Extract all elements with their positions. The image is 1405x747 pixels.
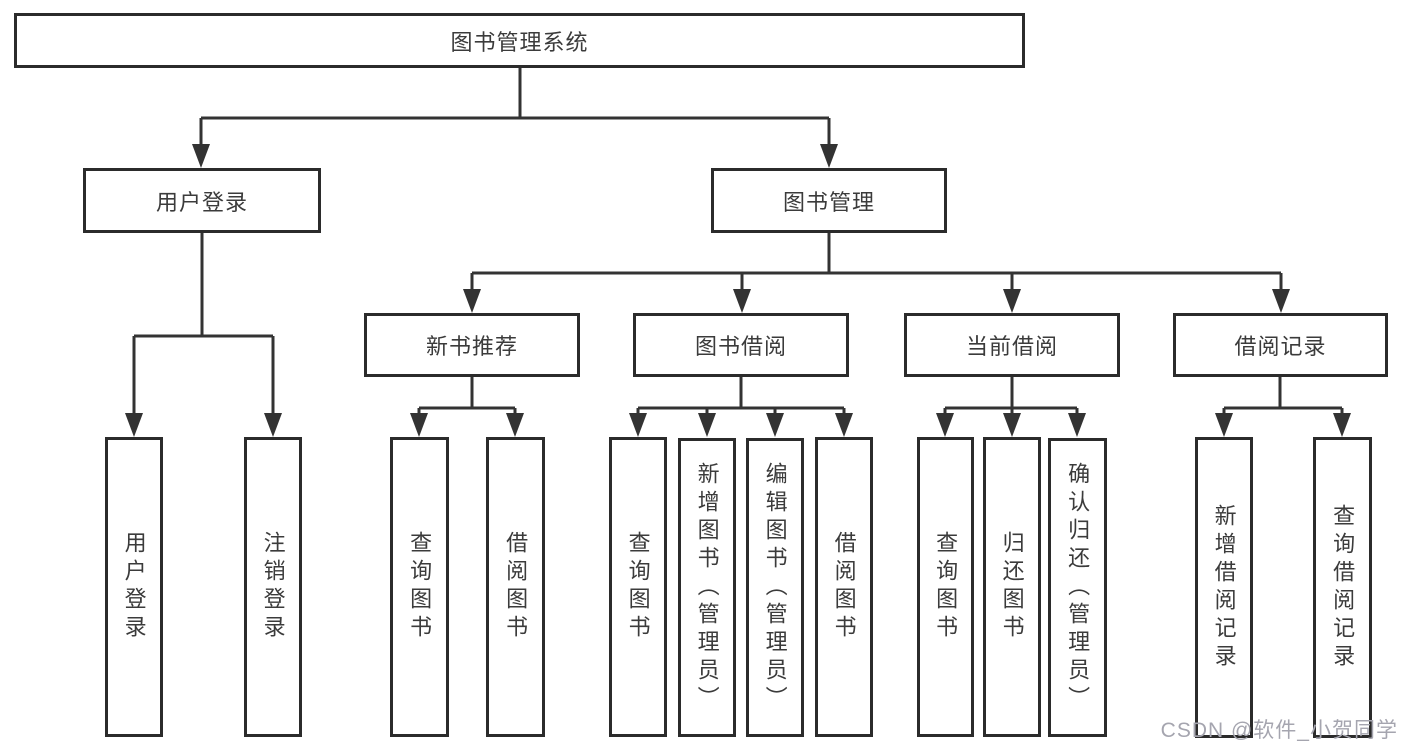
node-book-management: 图书管理 bbox=[711, 168, 947, 233]
node-query-books-borrow: 查询图书 bbox=[609, 437, 667, 737]
node-label: 借阅记录 bbox=[1234, 334, 1327, 359]
arrowhead bbox=[506, 413, 524, 437]
node-label: 查询图书 bbox=[625, 531, 651, 643]
node-label: 图书管理 bbox=[782, 189, 875, 215]
node-label: 新增图书（管理员） bbox=[694, 461, 720, 714]
node-borrow-books-recommend: 借阅图书 bbox=[486, 437, 545, 737]
arrowhead bbox=[835, 413, 853, 437]
node-label: 新书推荐 bbox=[425, 334, 518, 359]
node-label: 图书借阅 bbox=[694, 334, 787, 359]
node-label: 图书管理系统 bbox=[450, 29, 589, 55]
arrowhead bbox=[1333, 413, 1351, 437]
node-label: 当前借阅 bbox=[965, 334, 1058, 359]
arrowhead bbox=[820, 144, 838, 168]
node-label: 用户登录 bbox=[155, 189, 248, 215]
node-label: 归还图书 bbox=[999, 531, 1025, 643]
node-confirm-return-admin: 确认归还（管理员） bbox=[1048, 438, 1107, 737]
node-user-login: 用户登录 bbox=[83, 168, 321, 233]
node-user-login-leaf: 用户登录 bbox=[105, 437, 163, 737]
arrowhead bbox=[192, 144, 210, 168]
arrowhead bbox=[264, 413, 282, 437]
csdn-watermark: CSDN @软件_小贺同学 bbox=[1160, 719, 1398, 742]
arrowhead bbox=[1003, 413, 1021, 437]
node-label: 借阅图书 bbox=[831, 531, 857, 643]
arrowhead bbox=[766, 413, 784, 437]
node-add-book-admin: 新增图书（管理员） bbox=[678, 438, 736, 737]
node-borrow-books-leaf: 借阅图书 bbox=[815, 437, 873, 737]
node-label: 用户登录 bbox=[121, 531, 147, 643]
arrowhead bbox=[1003, 289, 1021, 313]
node-new-book-recommendation: 新书推荐 bbox=[364, 313, 580, 377]
node-query-books-recommend: 查询图书 bbox=[390, 437, 449, 737]
node-edit-book-admin: 编辑图书（管理员） bbox=[746, 438, 804, 737]
arrowhead bbox=[733, 289, 751, 313]
node-borrowing-records: 借阅记录 bbox=[1173, 313, 1388, 377]
node-current-borrowing: 当前借阅 bbox=[904, 313, 1120, 377]
node-label: 查询图书 bbox=[407, 531, 433, 643]
node-book-borrowing: 图书借阅 bbox=[633, 313, 849, 377]
node-return-books: 归还图书 bbox=[983, 437, 1041, 737]
arrowhead bbox=[1068, 413, 1086, 437]
node-label: 借阅图书 bbox=[503, 531, 529, 643]
node-label: 确认归还（管理员） bbox=[1065, 461, 1091, 714]
node-query-books-current: 查询图书 bbox=[917, 437, 974, 737]
node-add-borrow-record: 新增借阅记录 bbox=[1195, 437, 1253, 738]
node-label: 编辑图书（管理员） bbox=[762, 461, 788, 714]
arrowhead bbox=[936, 413, 954, 437]
node-label: 查询图书 bbox=[933, 531, 959, 643]
node-label: 注销登录 bbox=[260, 531, 286, 643]
arrowhead bbox=[410, 413, 428, 437]
node-logout: 注销登录 bbox=[244, 437, 302, 737]
arrowhead bbox=[698, 413, 716, 437]
node-label: 查询借阅记录 bbox=[1330, 503, 1356, 672]
arrowhead bbox=[629, 413, 647, 437]
node-query-borrow-record: 查询借阅记录 bbox=[1313, 437, 1372, 738]
node-library-management-system: 图书管理系统 bbox=[14, 13, 1025, 68]
arrowhead bbox=[125, 413, 143, 437]
node-label: 新增借阅记录 bbox=[1211, 503, 1237, 672]
arrowhead bbox=[463, 289, 481, 313]
arrowhead bbox=[1215, 413, 1233, 437]
arrowhead bbox=[1272, 289, 1290, 313]
